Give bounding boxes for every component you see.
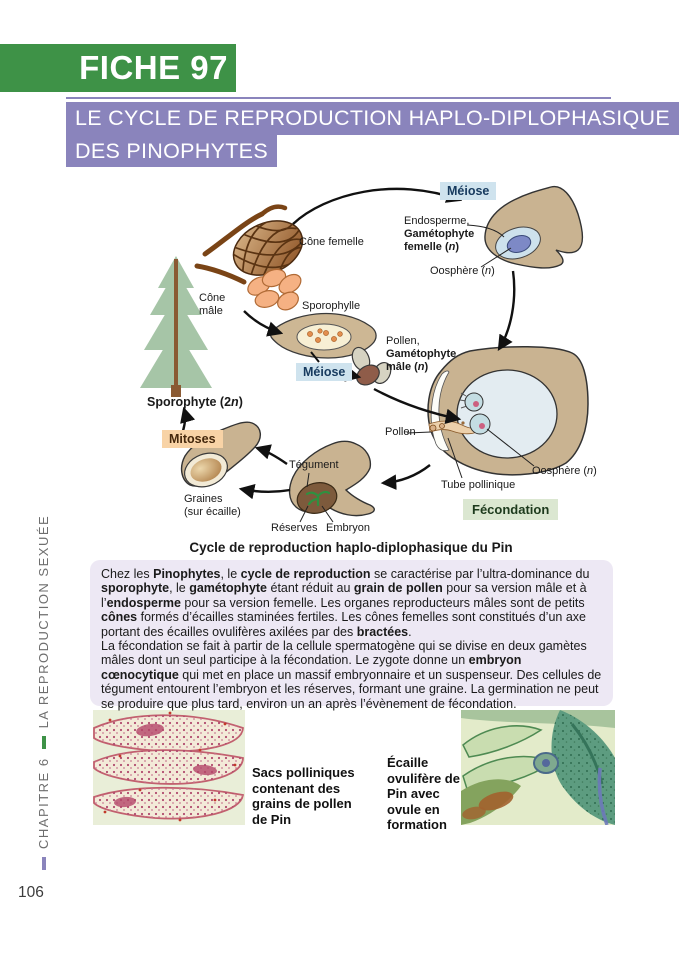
large-ovule-illustration (427, 345, 589, 476)
label-oosphere-top: Oosphère (n) (430, 265, 495, 277)
page-number: 106 (18, 884, 44, 901)
page-title-line1: LE CYCLE DE REPRODUCTION HAPLO-DIPLOPHAS… (66, 102, 680, 135)
label-sporophylle: Sporophylle (302, 300, 361, 312)
label-reserves: Réserves (271, 522, 318, 534)
pine-tree-illustration (140, 256, 212, 397)
micrograph-ovuliferous-scale (461, 710, 615, 825)
label-pollen-gametophyte-male: Pollen, Gamétophyte mâle (n) (386, 335, 457, 373)
diagram-caption: Cycle de reproduction haplo-diplophasiqu… (189, 540, 513, 555)
summary-textbox: Chez les Pinophytes, le cycle de reprodu… (90, 560, 613, 711)
summary-paragraph-2: La fécondation se fait à partir de la ce… (101, 639, 602, 711)
label-embryon: Embryon (326, 522, 371, 534)
separator-bar-purple (42, 857, 46, 870)
label-cone-femelle: Cône femelle (299, 236, 364, 248)
left-photo-caption: Sacs polliniques contenant des grains de… (252, 765, 355, 827)
page-title-line2: DES PINOPHYTES (66, 134, 277, 167)
micrograph-pollen-sacs (93, 710, 245, 825)
label-tegument: Tégument (289, 459, 339, 471)
chapter-sidebar: CHAPITRE 6 LA REPRODUCTION SEXUÉE (36, 515, 51, 878)
pollen-grain-illustration (351, 346, 392, 386)
meiose-tag-top: Méiose (440, 182, 497, 200)
embryo-scale-illustration (288, 440, 375, 517)
sidebar-section: LA REPRODUCTION SEXUÉE (36, 514, 51, 729)
fiche-number-banner: FICHE 97 (0, 44, 236, 92)
label-pollen-right: Pollen (385, 426, 416, 438)
label-endosperme-gametophyte-femelle: Endosperme, Gamétophyte femelle (n) (404, 215, 475, 253)
separator-bar-green (42, 736, 46, 750)
sidebar-chapter: CHAPITRE 6 (36, 757, 51, 849)
meiose-tag-bottom: Méiose (296, 363, 353, 381)
male-cone-illustration (194, 263, 302, 311)
label-graines: Graines (sur écaille) (184, 493, 241, 518)
page-title: LE CYCLE DE REPRODUCTION HAPLO-DIPLOPHAS… (66, 102, 680, 167)
summary-paragraph-1: Chez les Pinophytes, le cycle de reprodu… (101, 567, 590, 639)
sporophyll-illustration (269, 312, 377, 359)
label-cone-male: Cône mâle (199, 292, 226, 317)
label-sporophyte-2n: Sporophyte (2n) (147, 395, 243, 409)
cycle-arrows (180, 187, 516, 500)
fecondation-tag: Fécondation (463, 499, 559, 520)
title-hairline (66, 97, 611, 99)
label-oosphere-right: Oosphère (n) (532, 465, 597, 477)
label-tube-pollinique: Tube pollinique (441, 479, 516, 491)
label-pointer-lines (299, 224, 535, 523)
ovule-scale-top-illustration (484, 185, 584, 269)
right-photo-caption: Écaille ovulifère de Pin avec ovule en f… (387, 755, 460, 832)
mitoses-tag: Mitoses (162, 430, 223, 448)
